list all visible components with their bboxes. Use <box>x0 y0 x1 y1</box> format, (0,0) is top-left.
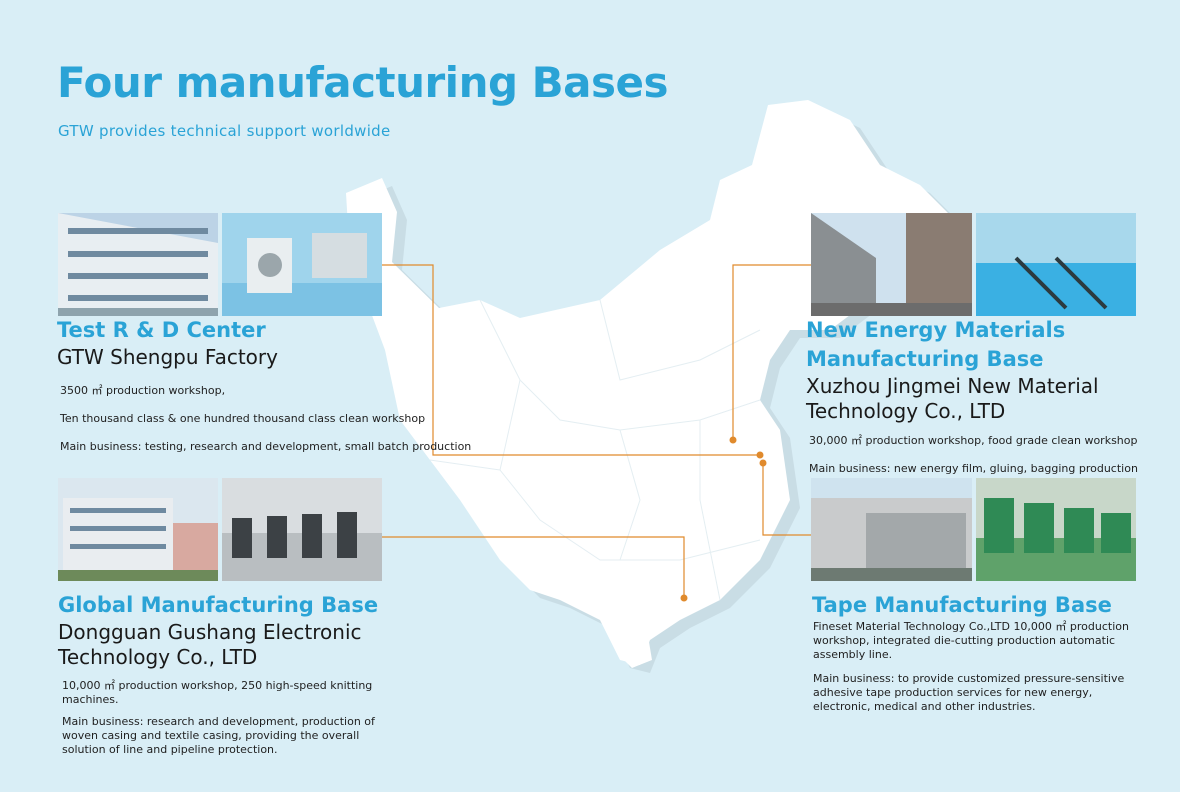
dongguan-detail-business: Main business: research and development,… <box>62 715 375 756</box>
location-marker-shengpu <box>756 451 764 459</box>
xuzhou-detail-business: Main business: new energy film, gluing, … <box>809 462 1138 475</box>
shengpu-lab-photo <box>222 213 382 316</box>
tape-building-photo <box>811 478 972 581</box>
location-marker-dongguan <box>680 594 688 602</box>
tape-info: Tape Manufacturing Base <box>812 591 1112 620</box>
page-title: Four manufacturing Bases <box>57 58 669 107</box>
location-marker-tape <box>759 459 767 467</box>
location-markers <box>680 436 767 602</box>
location-marker-xuzhou <box>729 436 737 444</box>
shengpu-base-name: Test R & D Center <box>57 318 266 342</box>
dongguan-workshop-photo <box>222 478 382 581</box>
shengpu-detail-workshop: Ten thousand class & one hundred thousan… <box>60 412 426 425</box>
dongguan-base-name: Global Manufacturing Base <box>58 593 379 617</box>
dongguan-info: Global Manufacturing Base Dongguan Gusha… <box>58 591 378 670</box>
xuzhou-base-name-line1: New Energy Materials <box>806 318 1066 342</box>
xuzhou-info: New Energy Materials Manufacturing Base … <box>806 316 1099 424</box>
shengpu-detail-area: 3500 ㎡ production workshop, <box>60 384 226 397</box>
xuzhou-details: 30,000 ㎡ production workshop, food grade… <box>809 434 1169 490</box>
xuzhou-company-line1: Xuzhou Jingmei New Material <box>806 374 1099 398</box>
dongguan-detail-area: 10,000 ㎡ production workshop, 250 high-s… <box>62 679 373 706</box>
xuzhou-base-name-line2: Manufacturing Base <box>806 347 1044 371</box>
xuzhou-company-line2: Technology Co., LTD <box>806 399 1006 423</box>
dongguan-company-line1: Dongguan Gushang Electronic <box>58 620 362 644</box>
tape-base-name: Tape Manufacturing Base <box>812 593 1112 617</box>
dongguan-building-photo <box>58 478 218 581</box>
shengpu-detail-business: Main business: testing, research and dev… <box>60 440 472 453</box>
tape-detail-company: Fineset Material Technology Co.,LTD 10,0… <box>813 620 1129 661</box>
shengpu-building-photo <box>58 213 218 316</box>
map-shape <box>346 100 960 665</box>
tape-detail-business: Main business: to provide customized pre… <box>813 672 1125 713</box>
xuzhou-building-photo <box>811 213 972 316</box>
xuzhou-detail-area: 30,000 ㎡ production workshop, food grade… <box>809 434 1138 447</box>
page-subtitle: GTW provides technical support worldwide <box>58 122 391 140</box>
tape-details: Fineset Material Technology Co.,LTD 10,0… <box>813 620 1143 728</box>
connector-lines <box>382 264 811 598</box>
shengpu-info: Test R & D Center GTW Shengpu Factory <box>57 316 278 370</box>
tape-workshop-photo <box>976 478 1136 581</box>
dongguan-company-line2: Technology Co., LTD <box>58 645 258 669</box>
xuzhou-workshop-photo <box>976 213 1136 316</box>
map-island <box>620 636 652 668</box>
shengpu-details: 3500 ㎡ production workshop, Ten thousand… <box>60 384 490 468</box>
dongguan-details: 10,000 ㎡ production workshop, 250 high-s… <box>62 679 387 771</box>
shengpu-company-name: GTW Shengpu Factory <box>57 345 278 369</box>
